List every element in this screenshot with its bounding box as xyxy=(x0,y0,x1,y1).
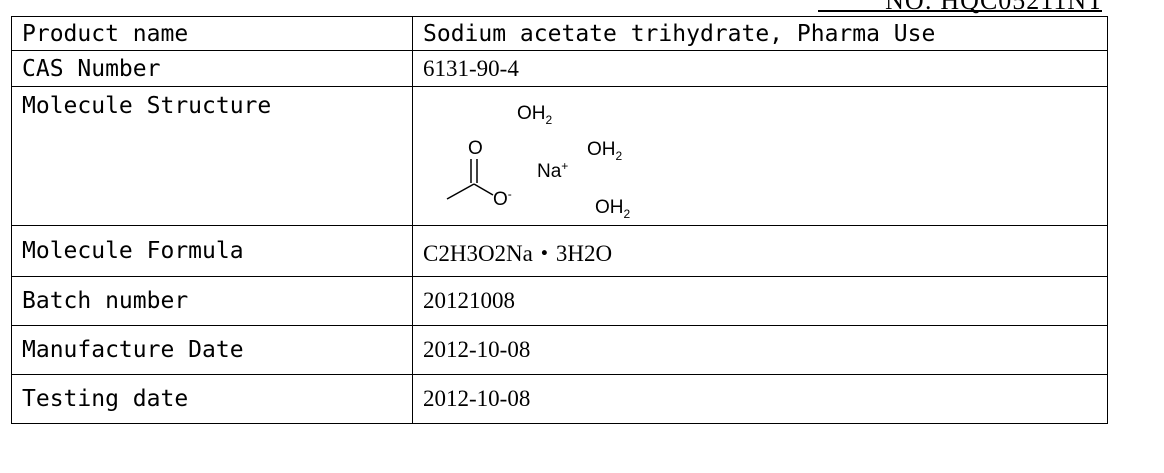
row-label-cas-number: CAS Number xyxy=(11,50,413,87)
table-row: Testing date 2012-10-08 xyxy=(11,374,1108,424)
table-row: Product name Sodium acetate trihydrate, … xyxy=(11,16,1108,51)
water-label-bottom: OH2 xyxy=(595,197,631,219)
row-label-product-name: Product name xyxy=(11,16,413,51)
carbonyl-oxygen-label: O xyxy=(468,138,483,159)
row-label-cell-molecule-structure: Molecule Structure xyxy=(11,86,413,226)
methyl-bond xyxy=(446,183,475,200)
sodium-label: Na+ xyxy=(537,159,568,182)
row-value-molecule-structure: OH2 OH2 OH2 Na+ O O- xyxy=(412,86,1108,226)
row-value-manufacture-date: 2012-10-08 xyxy=(412,325,1108,375)
water-label-right: OH2 xyxy=(587,139,623,163)
document-number: NO: HQC05211NT xyxy=(885,0,1104,15)
row-label-molecule-formula: Molecule Formula xyxy=(11,225,413,277)
row-label-molecule-structure: Molecule Structure xyxy=(22,93,272,119)
table-row: Batch number 20121008 xyxy=(11,276,1108,326)
table-row: Manufacture Date 2012-10-08 xyxy=(11,325,1108,375)
table-row: CAS Number 6131-90-4 xyxy=(11,50,1108,87)
row-label-manufacture-date: Manufacture Date xyxy=(11,325,413,375)
row-label-testing-date: Testing date xyxy=(11,374,413,424)
water-label-top: OH2 xyxy=(517,103,553,127)
table-row: Molecule Formula C2H3O2Na・3H2O xyxy=(11,225,1108,277)
document-number-underline xyxy=(818,10,1102,12)
product-spec-table: Product name Sodium acetate trihydrate, … xyxy=(11,16,1108,424)
row-value-cas-number: 6131-90-4 xyxy=(412,50,1108,87)
row-value-batch-number: 20121008 xyxy=(412,276,1108,326)
row-value-product-name: Sodium acetate trihydrate, Pharma Use xyxy=(412,16,1108,51)
table-row: Molecule Structure OH2 OH2 OH2 Na+ O O- xyxy=(11,86,1108,226)
molecule-structure-image: OH2 OH2 OH2 Na+ O O- xyxy=(446,103,631,219)
row-value-testing-date: 2012-10-08 xyxy=(412,374,1108,424)
row-label-batch-number: Batch number xyxy=(11,276,413,326)
anion-bond xyxy=(473,183,494,196)
anion-oxygen-label: O- xyxy=(493,187,512,210)
row-value-molecule-formula: C2H3O2Na・3H2O xyxy=(412,225,1108,277)
